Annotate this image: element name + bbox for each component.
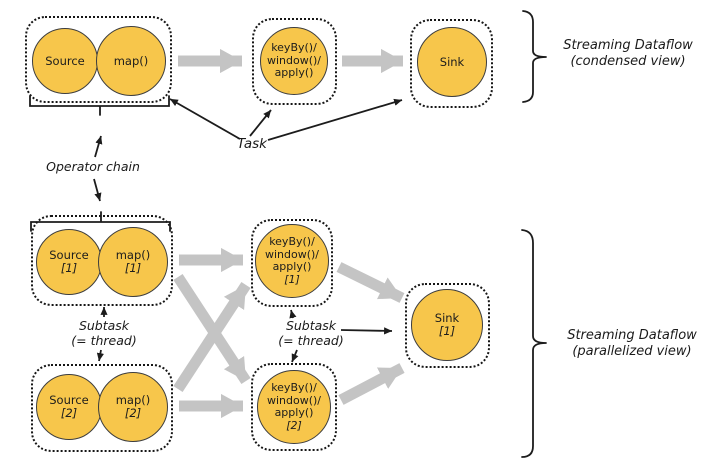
subtask-sink-1: Sink [1] <box>411 289 483 361</box>
source2-name: Source <box>49 393 89 407</box>
operator-chain-label: Operator chain <box>46 159 140 174</box>
subtask-keyby-2: keyBy()/ window()/ apply() [2] <box>257 370 331 444</box>
subtask2-pointer-up <box>289 309 297 319</box>
flow-arrow-s2-to-k1 <box>173 281 251 393</box>
subtask1-pointer-down <box>96 349 104 362</box>
parallelized-view-caption: Streaming Dataflow (parallelized view) <box>552 328 712 359</box>
source1-index: [1] <box>60 261 78 275</box>
task-pointer-to-sink <box>267 98 403 141</box>
flow-arrow-s1-to-k2 <box>173 273 251 385</box>
operator-chain-pointer-down <box>93 178 102 202</box>
keyby-line3: apply() <box>274 66 314 80</box>
subtask-label-2: Subtask (= thread) <box>259 318 363 348</box>
keyby-line2: window()/ <box>266 53 322 67</box>
operator-source-label: Source <box>45 53 85 68</box>
task-pointer-to-sourcemap <box>169 98 241 140</box>
operator-source-condensed: Source <box>32 28 98 94</box>
parallelized-caption-line1: Streaming Dataflow <box>567 328 697 343</box>
source1-name: Source <box>49 248 89 262</box>
subtask-source-1: Source [1] <box>36 229 102 295</box>
subtask1-line1: Subtask <box>78 318 130 333</box>
subtask2-line2: (= thread) <box>278 333 344 348</box>
keyby2-line2: window()/ <box>266 393 322 407</box>
keyby2-line3: apply() <box>274 406 314 419</box>
flow-arrow-k2-to-sink1 <box>338 363 405 405</box>
flow-arrow-k1-to-sink1 <box>336 262 405 303</box>
condensed-caption-line1: Streaming Dataflow <box>563 38 693 53</box>
subtask2-line1: Subtask <box>285 318 337 333</box>
parallelized-view-brace <box>521 229 547 458</box>
subtask-map-2: map() [2] <box>98 372 168 442</box>
task-pointer-to-keyby <box>249 109 272 137</box>
subtask1-line2: (= thread) <box>71 333 137 348</box>
condensed-view-brace <box>522 10 547 103</box>
map2-index: [2] <box>124 406 142 420</box>
subtask-keyby-1: keyBy()/ window()/ apply() [1] <box>255 224 329 298</box>
operator-chain-pointer-up <box>94 135 103 158</box>
keyby-line1: keyBy()/ <box>271 41 317 55</box>
condensed-view-caption: Streaming Dataflow (condensed view) <box>548 38 708 69</box>
task-label: Task <box>237 136 267 152</box>
operator-sink-condensed: Sink <box>417 27 487 97</box>
condensed-caption-line2: (condensed view) <box>570 53 686 69</box>
operator-map-condensed: map() <box>96 26 166 96</box>
operator-keyby-condensed: keyBy()/ window()/ apply() <box>260 27 328 95</box>
sink1-index: [1] <box>438 324 456 338</box>
keyby2-index: [2] <box>286 418 302 432</box>
map1-index: [1] <box>124 261 142 275</box>
subtask-source-2: Source [2] <box>36 374 102 440</box>
parallelized-caption-line2: (parallelized view) <box>572 343 692 359</box>
subtask-map-1: map() [1] <box>98 227 168 297</box>
source2-index: [2] <box>60 406 78 420</box>
keyby1-line2: window()/ <box>264 247 320 261</box>
keyby2-line1: keyBy()/ <box>271 381 317 394</box>
map1-name: map() <box>115 248 151 262</box>
subtask-label-1: Subtask (= thread) <box>52 318 156 348</box>
operator-map-label: map() <box>113 53 149 68</box>
sink-label: Sink <box>439 54 465 69</box>
map2-name: map() <box>115 393 151 407</box>
keyby1-index: [1] <box>284 272 300 286</box>
keyby1-line1: keyBy()/ <box>269 235 315 248</box>
sink1-name: Sink <box>434 311 460 325</box>
keyby1-line3: apply() <box>272 260 312 273</box>
subtask2-pointer-down <box>291 349 299 363</box>
